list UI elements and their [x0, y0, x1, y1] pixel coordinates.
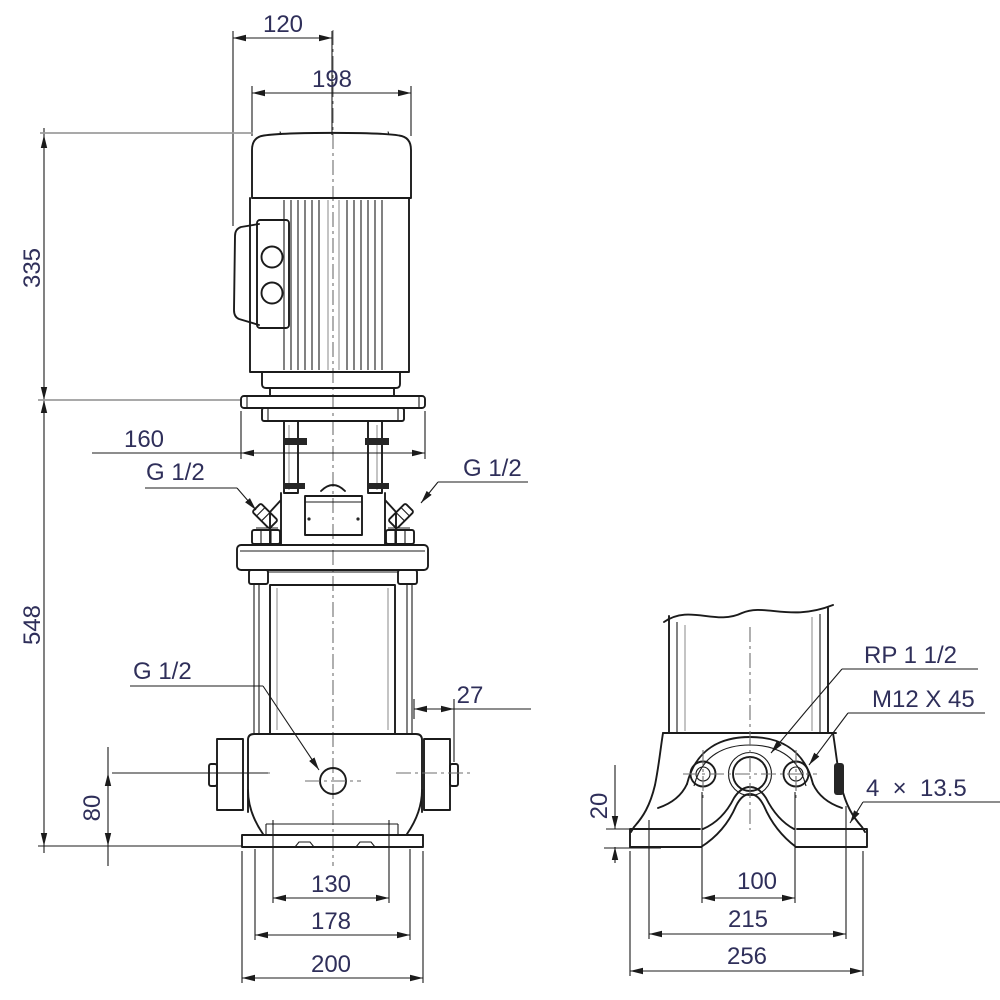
sleeve-front — [663, 604, 834, 734]
front-view — [629, 604, 868, 848]
port-flange-left — [216, 738, 244, 811]
pump-head — [269, 492, 397, 546]
dim-label-198: 198 — [312, 66, 352, 93]
dim-label-548: 548 — [19, 605, 46, 645]
pump-base-front — [629, 627, 868, 848]
front-centerlines — [683, 627, 817, 830]
break-line — [663, 604, 834, 623]
cable-gland-hole — [260, 281, 284, 305]
vent-plug-right — [385, 503, 415, 545]
dim-label-130: 130 — [311, 871, 351, 898]
dim-label-100: 100 — [737, 868, 777, 895]
stool-plate — [261, 407, 405, 422]
cable-gland-hole — [260, 245, 284, 269]
dim-label-120: 120 — [263, 11, 303, 38]
dim-label-178: 178 — [311, 908, 351, 935]
staybolt-nut — [248, 569, 269, 585]
port-plug-left — [208, 763, 218, 787]
terminal-box — [233, 219, 290, 329]
dim-label-160: 160 — [124, 426, 164, 453]
side-lug — [834, 763, 844, 795]
label-drain-plug: G 1/2 — [133, 658, 192, 685]
side-view — [182, 30, 472, 866]
vent-plug-left — [251, 503, 281, 545]
dimension-labels: 120 198 335 548 160 G 1/2 G 1/2 G 1/2 27… — [19, 11, 975, 978]
dim-label-215: 215 — [728, 906, 768, 933]
head-flange — [236, 544, 429, 571]
label-foot-holes: 4 × 13.5 — [866, 775, 967, 802]
dim-label-335: 335 — [19, 248, 46, 288]
nameplate — [304, 495, 363, 536]
motor-fins — [283, 200, 383, 370]
dim-label-80: 80 — [79, 795, 106, 822]
dimensions — [38, 31, 1000, 983]
staybolt-nut — [397, 569, 418, 585]
label-bolt-spec: M12 X 45 — [872, 686, 975, 713]
motor-body — [249, 197, 410, 373]
base-plate — [241, 834, 424, 848]
label-vent-plug-right: G 1/2 — [463, 455, 522, 482]
mounting-feet — [629, 828, 868, 848]
dim-label-27: 27 — [457, 682, 484, 709]
pump-base-side — [182, 733, 472, 848]
coupling — [320, 484, 346, 492]
leader-lines — [130, 481, 1000, 824]
label-port-thread: RP 1 1/2 — [864, 642, 957, 669]
dim-label-20: 20 — [586, 793, 613, 820]
port-flange-right — [423, 738, 451, 811]
motor-flange — [261, 371, 401, 389]
port-plug-right — [449, 763, 459, 787]
coupling-guards — [283, 420, 389, 494]
motor-dome — [251, 131, 412, 199]
label-vent-plug-left: G 1/2 — [146, 459, 205, 486]
dim-label-256: 256 — [727, 943, 767, 970]
dim-label-200: 200 — [311, 951, 351, 978]
